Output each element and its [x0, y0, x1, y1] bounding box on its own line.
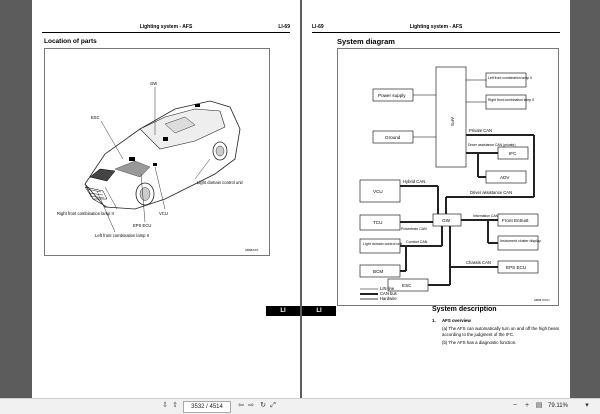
eps-label: EPS ECU [506, 265, 526, 270]
description-item: (b) The AFS has a diagnostic function. [442, 340, 517, 345]
label-eps: EPS ECU [133, 223, 151, 228]
section-tab: LI [266, 306, 300, 316]
first-page-icon[interactable]: ⇦ [238, 402, 244, 409]
afs-label: AFS [450, 117, 455, 126]
system-diagram: AFS Power supply Ground Left front combi… [337, 48, 559, 306]
adv-label: ADV [500, 175, 510, 180]
fit-icon[interactable]: ⤢ [270, 402, 276, 409]
label-vcu: VCU [159, 211, 168, 216]
zoom-in-icon[interactable]: + [524, 402, 530, 409]
section-tab: LI [302, 306, 336, 316]
label-left-front-lamp: Left front combination lamp II [95, 233, 149, 238]
legend-can: CAN bus [380, 291, 397, 296]
cluster-label: Instrument cluster display [500, 239, 541, 243]
legend-lin: LIN line [380, 286, 395, 291]
prev-page-icon[interactable]: ⇩ [162, 402, 168, 409]
zoom-dropdown-icon[interactable]: ▾ [585, 402, 589, 409]
page-header: LI-69 Lighting system - AFS [312, 24, 560, 33]
zoom-level[interactable]: 79.11% [548, 403, 568, 409]
right-page: LI-69 Lighting system - AFS System diagr… [302, 0, 570, 398]
header-code: LI-69 [278, 24, 290, 30]
private-can-label: Private CAN [469, 128, 492, 133]
zoom-out-icon[interactable]: − [512, 402, 518, 409]
viewer-toolbar: ⇩ ⇧ 3532 / 4514 ⇦ ⇨ ↻ ⤢ − + ▤ 79.11% ▾ [0, 398, 600, 414]
label-light-domain: Light domain control unit [197, 180, 243, 185]
hybrid-can-label: Hybrid CAN [403, 179, 425, 184]
overview-number: 1. [432, 318, 436, 323]
rotate-icon[interactable]: ↻ [260, 402, 266, 409]
figure-code: AB08 XXXx [534, 298, 550, 302]
location-figure: GW ESC Light domain control unit Right f… [44, 48, 270, 256]
esc-label: ESC [402, 283, 412, 288]
vcu-label: VCU [373, 189, 383, 194]
ldcu-label: Light domain control unit [363, 242, 402, 246]
section-title: System diagram [337, 37, 395, 46]
header-title: Lighting system - AFS [139, 24, 193, 30]
ground-label: Ground [385, 135, 401, 140]
header-title: Lighting system - AFS [409, 24, 463, 30]
tcu-label: TCU [373, 220, 382, 225]
label-right-front-lamp: Right front combination lamp II [57, 211, 114, 216]
driver-assist-private-label: Driver assistance CAN (private) [468, 143, 515, 147]
ifc-label: IFC [509, 151, 517, 156]
left-page: Lighting system - AFS LI-69 Location of … [32, 0, 300, 398]
last-page-icon[interactable]: ⇨ [248, 402, 254, 409]
overview-title: AFS overview [442, 318, 471, 323]
document-viewport[interactable]: Lighting system - AFS LI-69 Location of … [0, 0, 600, 398]
bcm-label: BCM [373, 269, 383, 274]
diagram-svg: AFS Power supply Ground Left front combi… [359, 66, 550, 302]
gw-label: GW [442, 218, 451, 223]
left-lamp-label: Left front combination lamp II [488, 76, 532, 80]
legend-hardwire: Hardwire [380, 296, 397, 301]
system-description-title: System description [432, 306, 497, 313]
next-page-icon[interactable]: ⇧ [172, 402, 178, 409]
power-supply-label: Power supply [378, 93, 406, 98]
page-number-field[interactable]: 3532 / 4514 [183, 401, 231, 413]
figure-code: AB08XXX [245, 248, 258, 252]
right-lamp-label: Right front combination lamp II [488, 98, 534, 102]
front-entrust-label: Front Entrust [502, 218, 529, 223]
chassis-can-label: Chassis CAN [466, 260, 491, 265]
driver-assist-can-label: Driver assistance CAN [470, 190, 512, 195]
label-gw: GW [150, 81, 157, 86]
label-esc: ESC [91, 115, 100, 120]
description-item: (a) The AFS can automatically turn on an… [442, 326, 560, 337]
info-can-label: Information CAN [473, 214, 499, 218]
powertrain-can-label: Powertrain CAN [401, 227, 427, 231]
page-layout-icon[interactable]: ▤ [535, 402, 543, 409]
header-code: LI-69 [312, 24, 324, 30]
section-title: Location of parts [44, 38, 97, 45]
comfort-can-label: Comfort CAN [406, 240, 428, 244]
car-illustration: GW ESC Light domain control unit Right f… [57, 81, 258, 252]
page-header: Lighting system - AFS LI-69 [42, 24, 290, 33]
